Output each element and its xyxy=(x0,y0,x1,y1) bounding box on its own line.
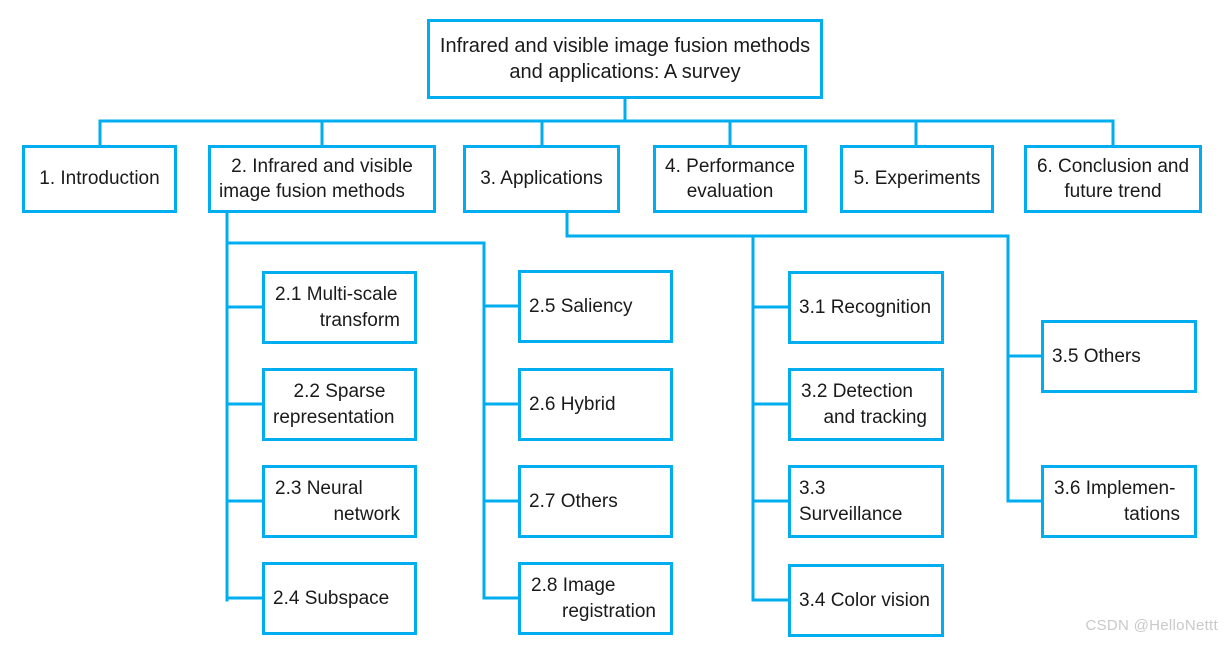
node-3-5-others[interactable]: 3.5 Others xyxy=(1041,320,1197,393)
node-3-applications-label: 3. Applications xyxy=(480,168,603,190)
node-3-5-label: 3.5 Others xyxy=(1052,345,1141,367)
node-3-4-label: 3.4 Color vision xyxy=(799,589,930,611)
node-root-label: Infrared and visible image fusion method… xyxy=(439,34,811,83)
node-2-5-label: 2.5 Saliency xyxy=(529,295,633,317)
node-2-4-subspace[interactable]: 2.4 Subspace xyxy=(262,562,417,635)
node-3-1-label: 3.1 Recognition xyxy=(799,296,932,318)
node-1-introduction[interactable]: 1. Introduction xyxy=(22,145,177,213)
node-2-5-saliency[interactable]: 2.5 Saliency xyxy=(518,270,673,343)
node-3-4-color-vision[interactable]: 3.4 Color vision xyxy=(788,564,944,637)
node-5-experiments-label: 5. Experiments xyxy=(853,168,981,190)
node-2-6-hybrid[interactable]: 2.6 Hybrid xyxy=(518,368,673,441)
node-2-7-others[interactable]: 2.7 Others xyxy=(518,465,673,538)
node-3-6-implementations[interactable]: 3.6 Implemen-tations xyxy=(1041,465,1197,538)
node-2-7-label: 2.7 Others xyxy=(529,490,618,512)
node-5-experiments[interactable]: 5. Experiments xyxy=(840,145,994,213)
connector-n2-branch xyxy=(225,210,486,245)
node-root[interactable]: Infrared and visible image fusion method… xyxy=(427,19,823,99)
node-2-6-label: 2.6 Hybrid xyxy=(529,393,616,415)
node-3-1-recognition[interactable]: 3.1 Recognition xyxy=(788,271,944,344)
node-3-3-surveillance[interactable]: 3.3 Surveillance xyxy=(788,465,944,538)
node-2-4-label: 2.4 Subspace xyxy=(273,587,390,609)
node-1-introduction-label: 1. Introduction xyxy=(39,168,160,190)
connector-n3-branch xyxy=(565,210,1010,238)
node-3-applications[interactable]: 3. Applications xyxy=(463,145,620,213)
node-3-3-label: 3.3 Surveillance xyxy=(799,478,903,525)
watermark: CSDN @HelloNettt xyxy=(1085,617,1218,634)
node-3-6-label: 3.6 Implemen-tations xyxy=(1054,478,1180,525)
